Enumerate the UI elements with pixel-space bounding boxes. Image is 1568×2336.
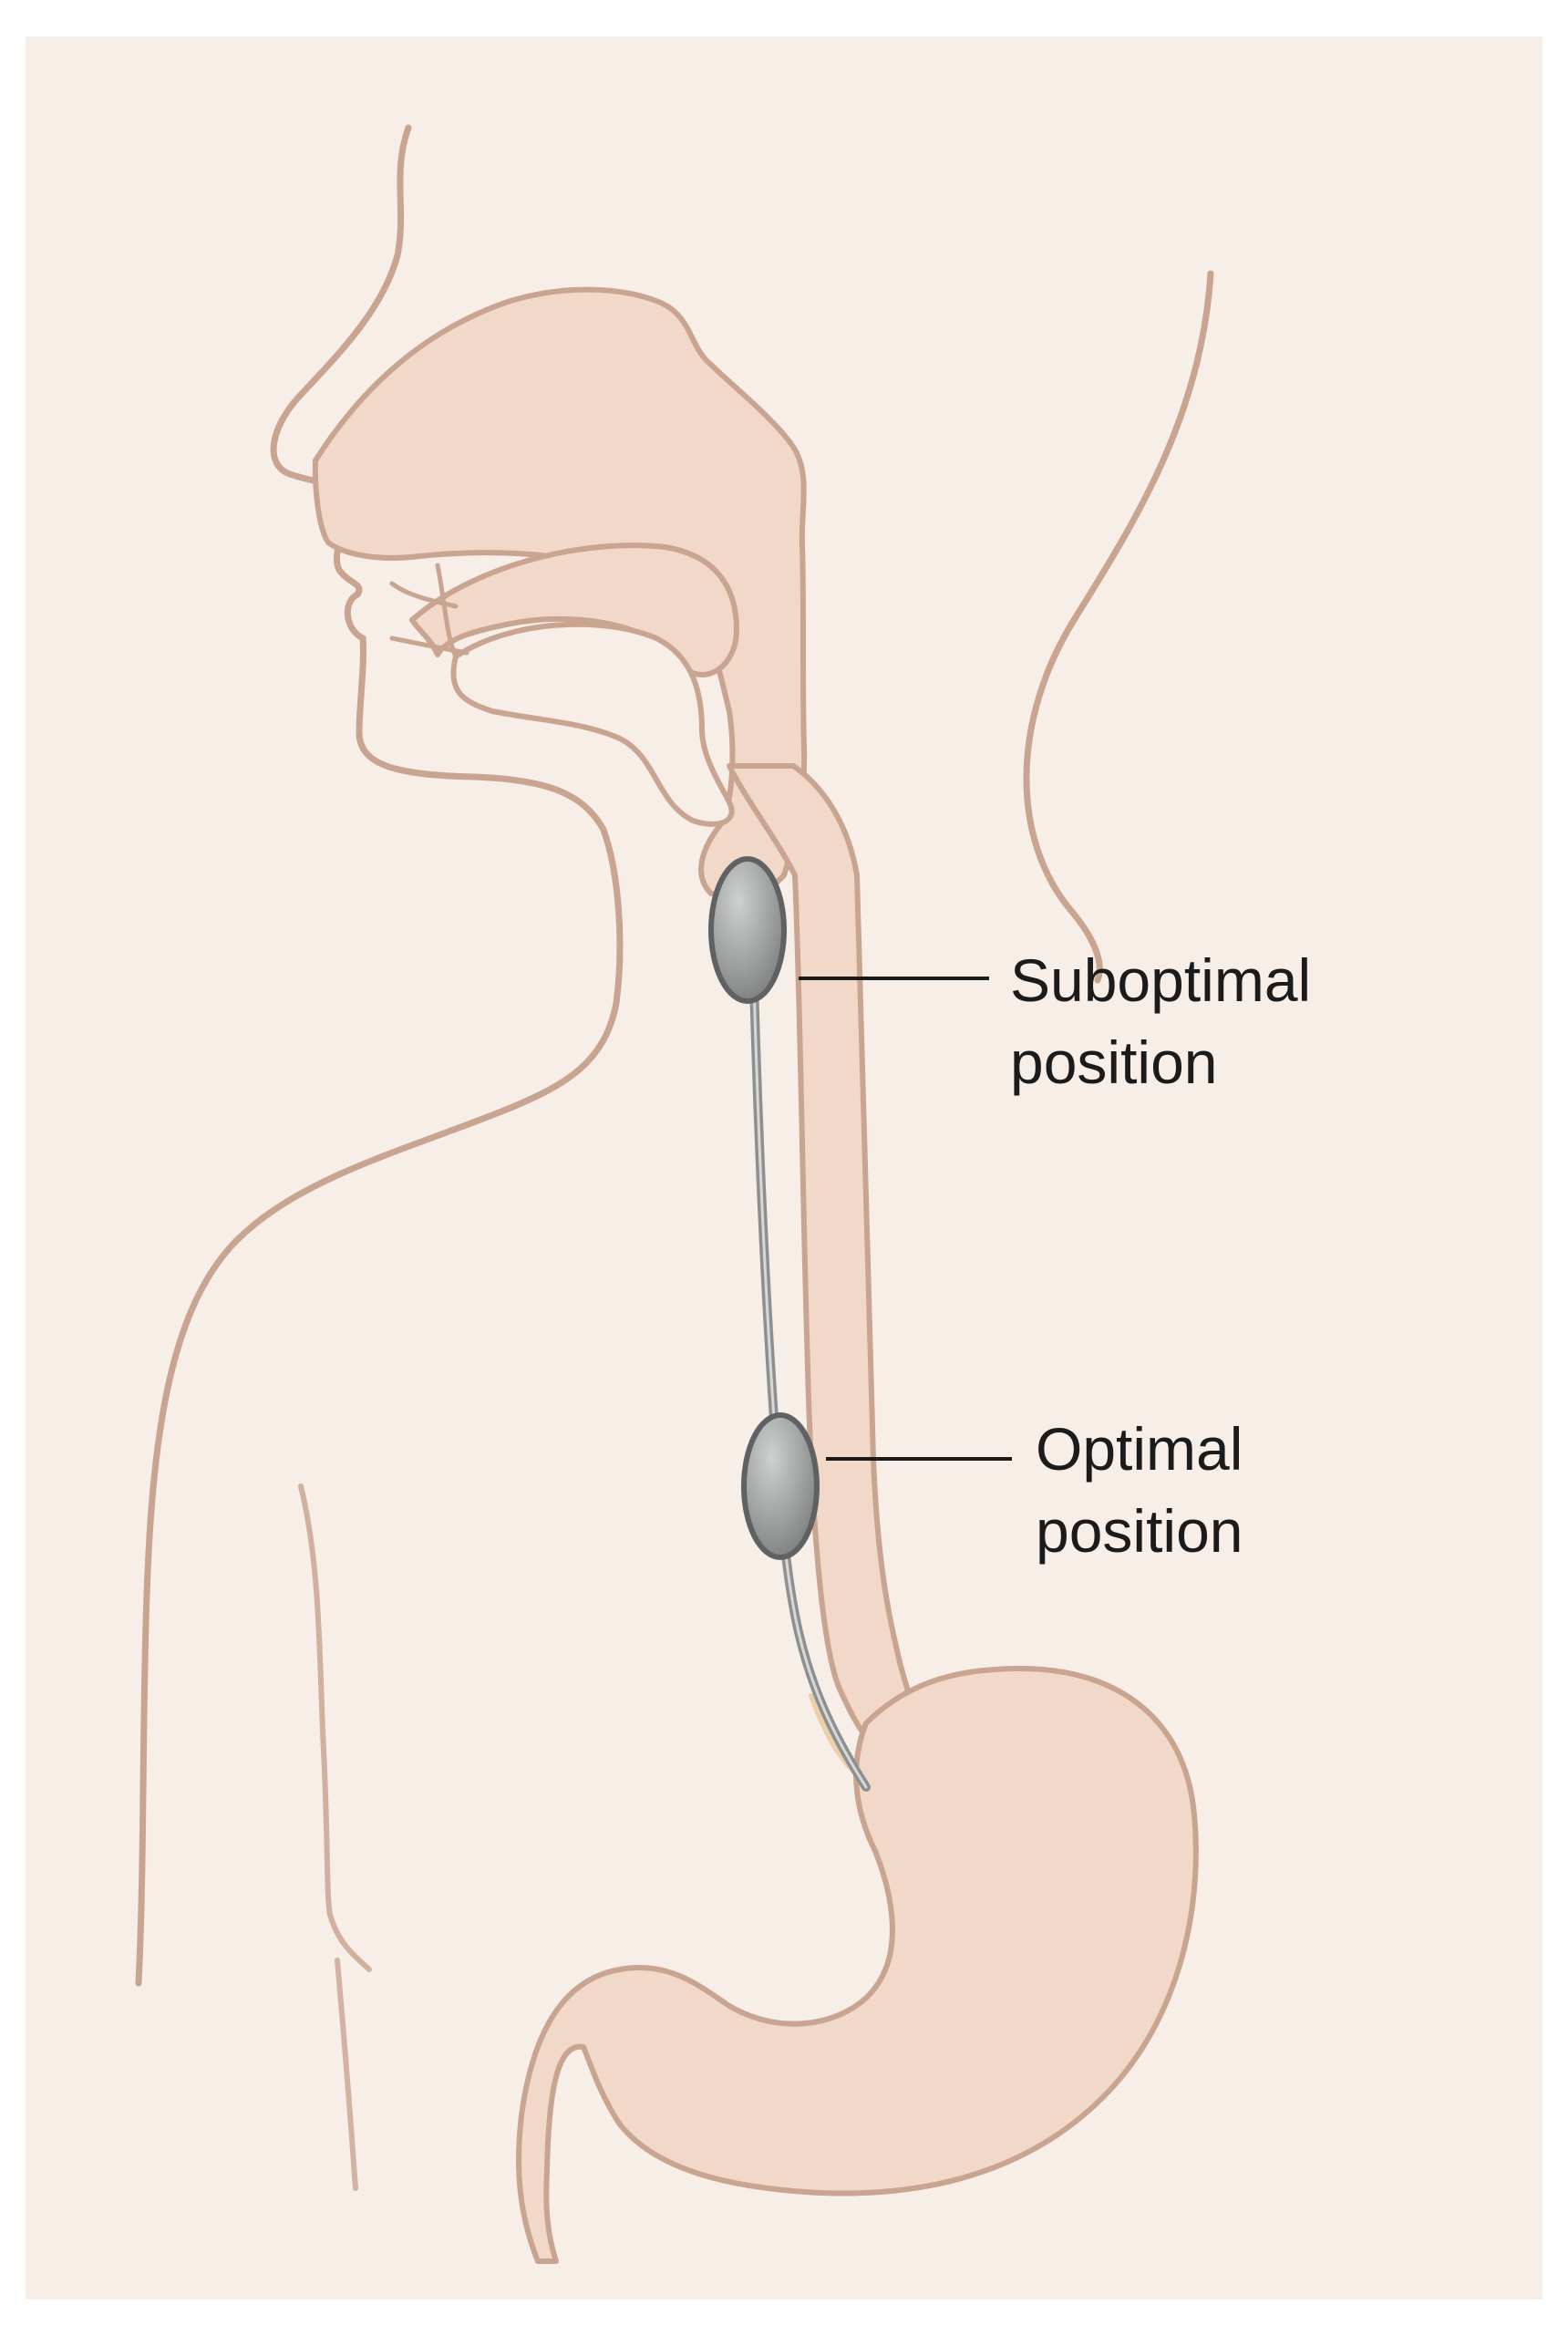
label-optimal-line1: Optimal [1036, 1415, 1243, 1483]
background-panel [26, 36, 1542, 2300]
balloon-optimal [741, 1412, 820, 1560]
face-profile-outline [135, 124, 624, 1987]
tongue [409, 543, 739, 677]
label-suboptimal-line1: Suboptimal [1010, 946, 1311, 1014]
label-optimal-line2: position [1036, 1497, 1243, 1565]
balloon-suboptimal [708, 856, 787, 1004]
stomach [516, 1666, 1199, 2264]
oropharynx [450, 621, 735, 827]
uvula [435, 563, 459, 659]
arm-lower-outline [335, 1958, 358, 2191]
label-suboptimal-line2: position [1010, 1028, 1218, 1096]
arm-outline [298, 1483, 372, 1972]
back-of-head-outline [1023, 270, 1214, 984]
mouth-opening [389, 581, 469, 656]
